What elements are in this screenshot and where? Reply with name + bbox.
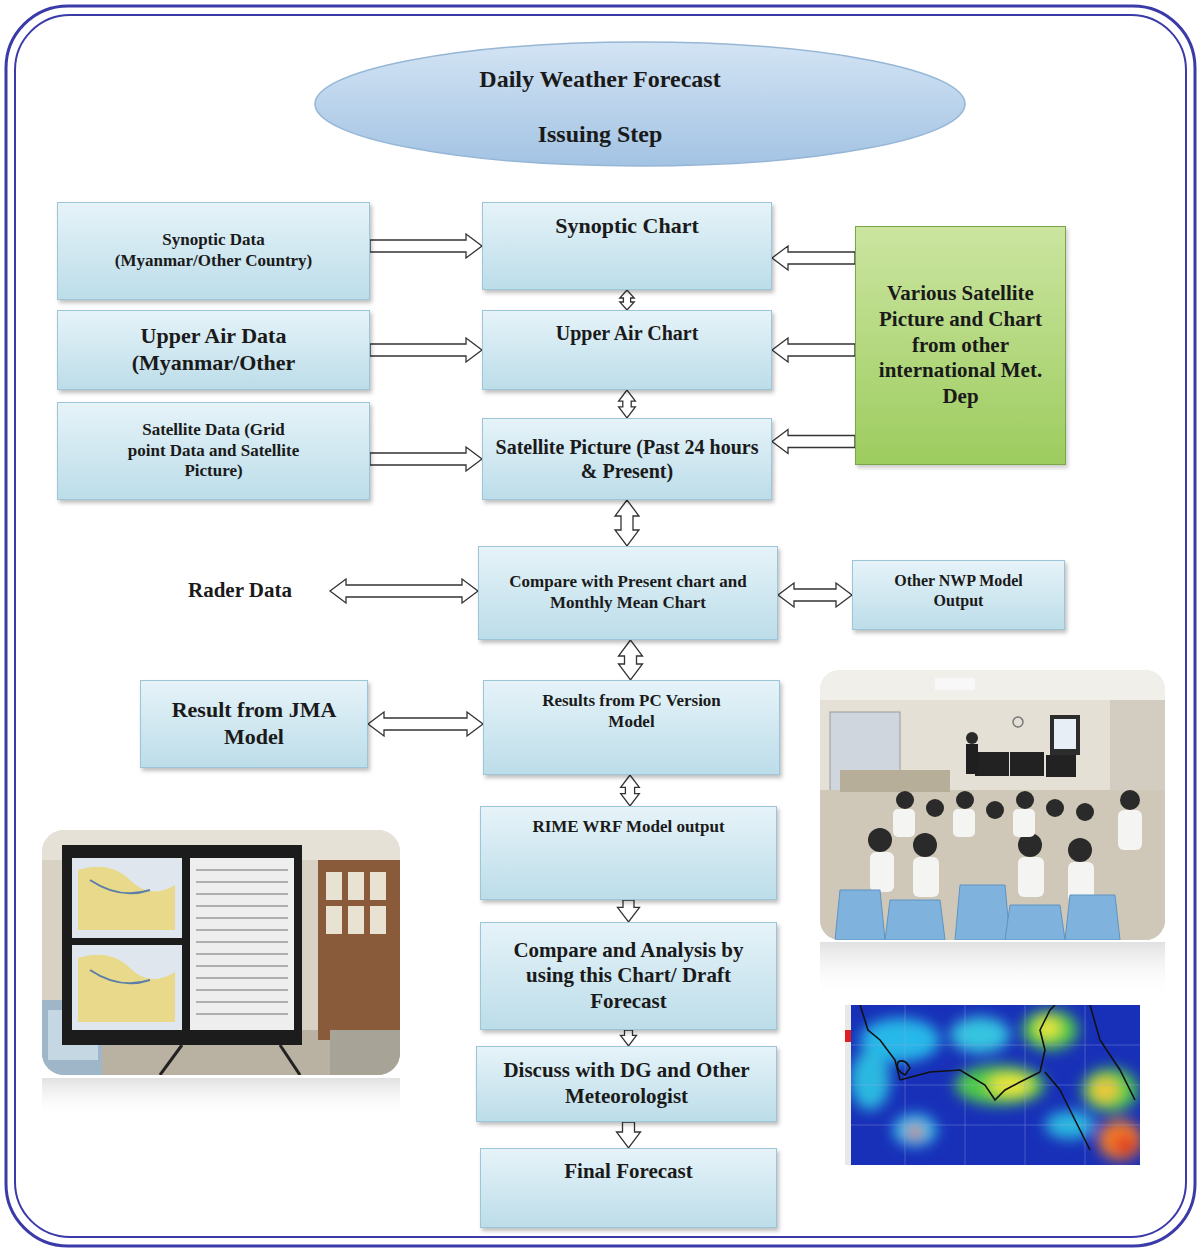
- chart-box: Satellite Picture (Past 24 hours & Prese…: [482, 418, 772, 500]
- box-label: Other NWP Model Output: [884, 571, 1034, 610]
- box-label: Results from PC Version Model: [532, 691, 732, 732]
- model-box: Other NWP Model Output: [852, 560, 1065, 630]
- output-box: Final Forecast: [480, 1148, 777, 1228]
- diagram-title: Daily Weather Forecast Issuing Step: [440, 52, 760, 162]
- model-box: Results from PC Version Model: [483, 680, 780, 775]
- box-label: Upper Air Data (Myanmar/Other: [114, 323, 314, 377]
- inner-border: [15, 15, 1186, 1237]
- block-arrow: [615, 500, 639, 546]
- photo-reflection: [42, 1078, 400, 1118]
- box-label: Satellite Picture (Past 24 hours & Prese…: [492, 435, 762, 484]
- box-label: Compare and Analysis by using this Chart…: [504, 938, 754, 1015]
- box-label: Synoptic Chart: [555, 213, 699, 240]
- photo-briefing-room: [820, 670, 1165, 940]
- box-label: Final Forecast: [564, 1159, 693, 1185]
- title-ellipse: [315, 42, 965, 166]
- data-box: Upper Air Data (Myanmar/Other: [57, 310, 370, 390]
- box-label: Discuss with DG and Other Meteorologist: [496, 1058, 758, 1109]
- box-label: RIME WRF Model output: [532, 817, 724, 838]
- block-arrow: [620, 290, 634, 310]
- process-box: Compare with Present chart and Monthly M…: [478, 546, 778, 640]
- block-arrow: [621, 775, 640, 806]
- block-arrow: [618, 900, 640, 922]
- model-box: RIME WRF Model output: [480, 806, 777, 900]
- block-arrow: [330, 579, 478, 603]
- process-box: Compare and Analysis by using this Chart…: [480, 922, 777, 1030]
- model-box: Result from JMA Model: [140, 680, 368, 768]
- box-label: Rader Data: [188, 578, 292, 604]
- box-label: Compare with Present chart and Monthly M…: [508, 572, 748, 613]
- box-label: Synoptic Data (Myanmar/Other Country): [103, 230, 325, 271]
- photo-reflection: [820, 942, 1165, 997]
- block-arrow: [617, 1122, 641, 1148]
- block-arrow: [619, 640, 643, 680]
- outer-border: [6, 6, 1195, 1246]
- box-label: Various Satellite Picture and Chart from…: [878, 281, 1043, 409]
- block-arrow: [368, 712, 483, 736]
- source-box: Various Satellite Picture and Chart from…: [855, 226, 1066, 465]
- model-output-map: [845, 1005, 1140, 1165]
- box-label: Satellite Data (Grid point Data and Sate…: [125, 420, 303, 482]
- box-label: Result from JMA Model: [154, 697, 354, 751]
- data-box: Synoptic Data (Myanmar/Other Country): [57, 202, 370, 300]
- process-box: Discuss with DG and Other Meteorologist: [476, 1046, 777, 1122]
- block-arrow: [772, 430, 855, 454]
- photo-chart-board: [42, 830, 400, 1075]
- block-arrow: [772, 338, 855, 362]
- block-arrow: [778, 583, 852, 607]
- data-source-text: Rader Data: [150, 570, 330, 612]
- block-arrow: [619, 390, 636, 418]
- block-arrow: [370, 447, 482, 471]
- block-arrow: [370, 234, 482, 258]
- box-label: Upper Air Chart: [556, 321, 699, 345]
- block-arrow: [772, 246, 855, 270]
- block-arrow: [370, 338, 482, 362]
- data-box: Satellite Data (Grid point Data and Sate…: [57, 402, 370, 500]
- block-arrow: [621, 1030, 637, 1046]
- chart-box: Synoptic Chart: [482, 202, 772, 290]
- chart-box: Upper Air Chart: [482, 310, 772, 390]
